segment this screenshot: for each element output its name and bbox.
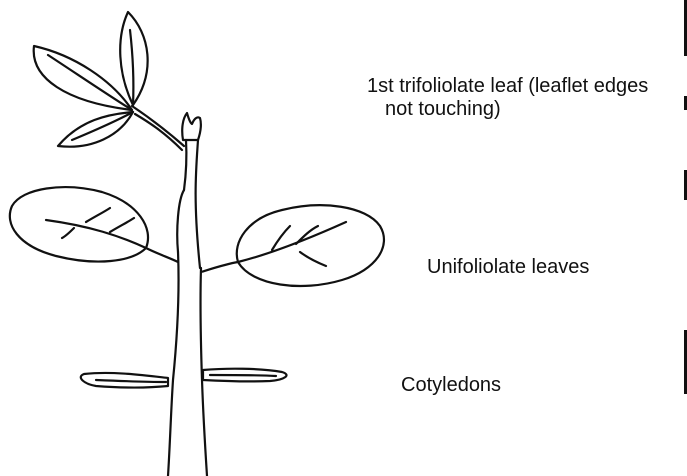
- trifoliolate-leaflets: [34, 12, 148, 147]
- trifoliolate-label-line1: 1st trifoliolate leaf (leaflet edges: [367, 75, 648, 97]
- unifoliolate-leaf-right: [201, 205, 384, 286]
- upper-stem: [182, 113, 201, 268]
- cotyledons-label: Cotyledons: [401, 374, 501, 397]
- unifoliolate-leaves-label: Unifoliolate leaves: [427, 256, 589, 279]
- cotyledons: [81, 369, 287, 388]
- trifoliolate-petiole: [132, 106, 184, 150]
- main-stem: [168, 190, 207, 476]
- petiole-right: [201, 262, 238, 272]
- trifoliolate-label-line2: not touching): [367, 98, 648, 121]
- terminal-bud: [182, 113, 201, 140]
- unifoliolate-leaf-left: [10, 187, 178, 262]
- petiole-left: [146, 248, 178, 262]
- trifoliolate-leaf-label: 1st trifoliolate leaf (leaflet edges not…: [367, 75, 648, 121]
